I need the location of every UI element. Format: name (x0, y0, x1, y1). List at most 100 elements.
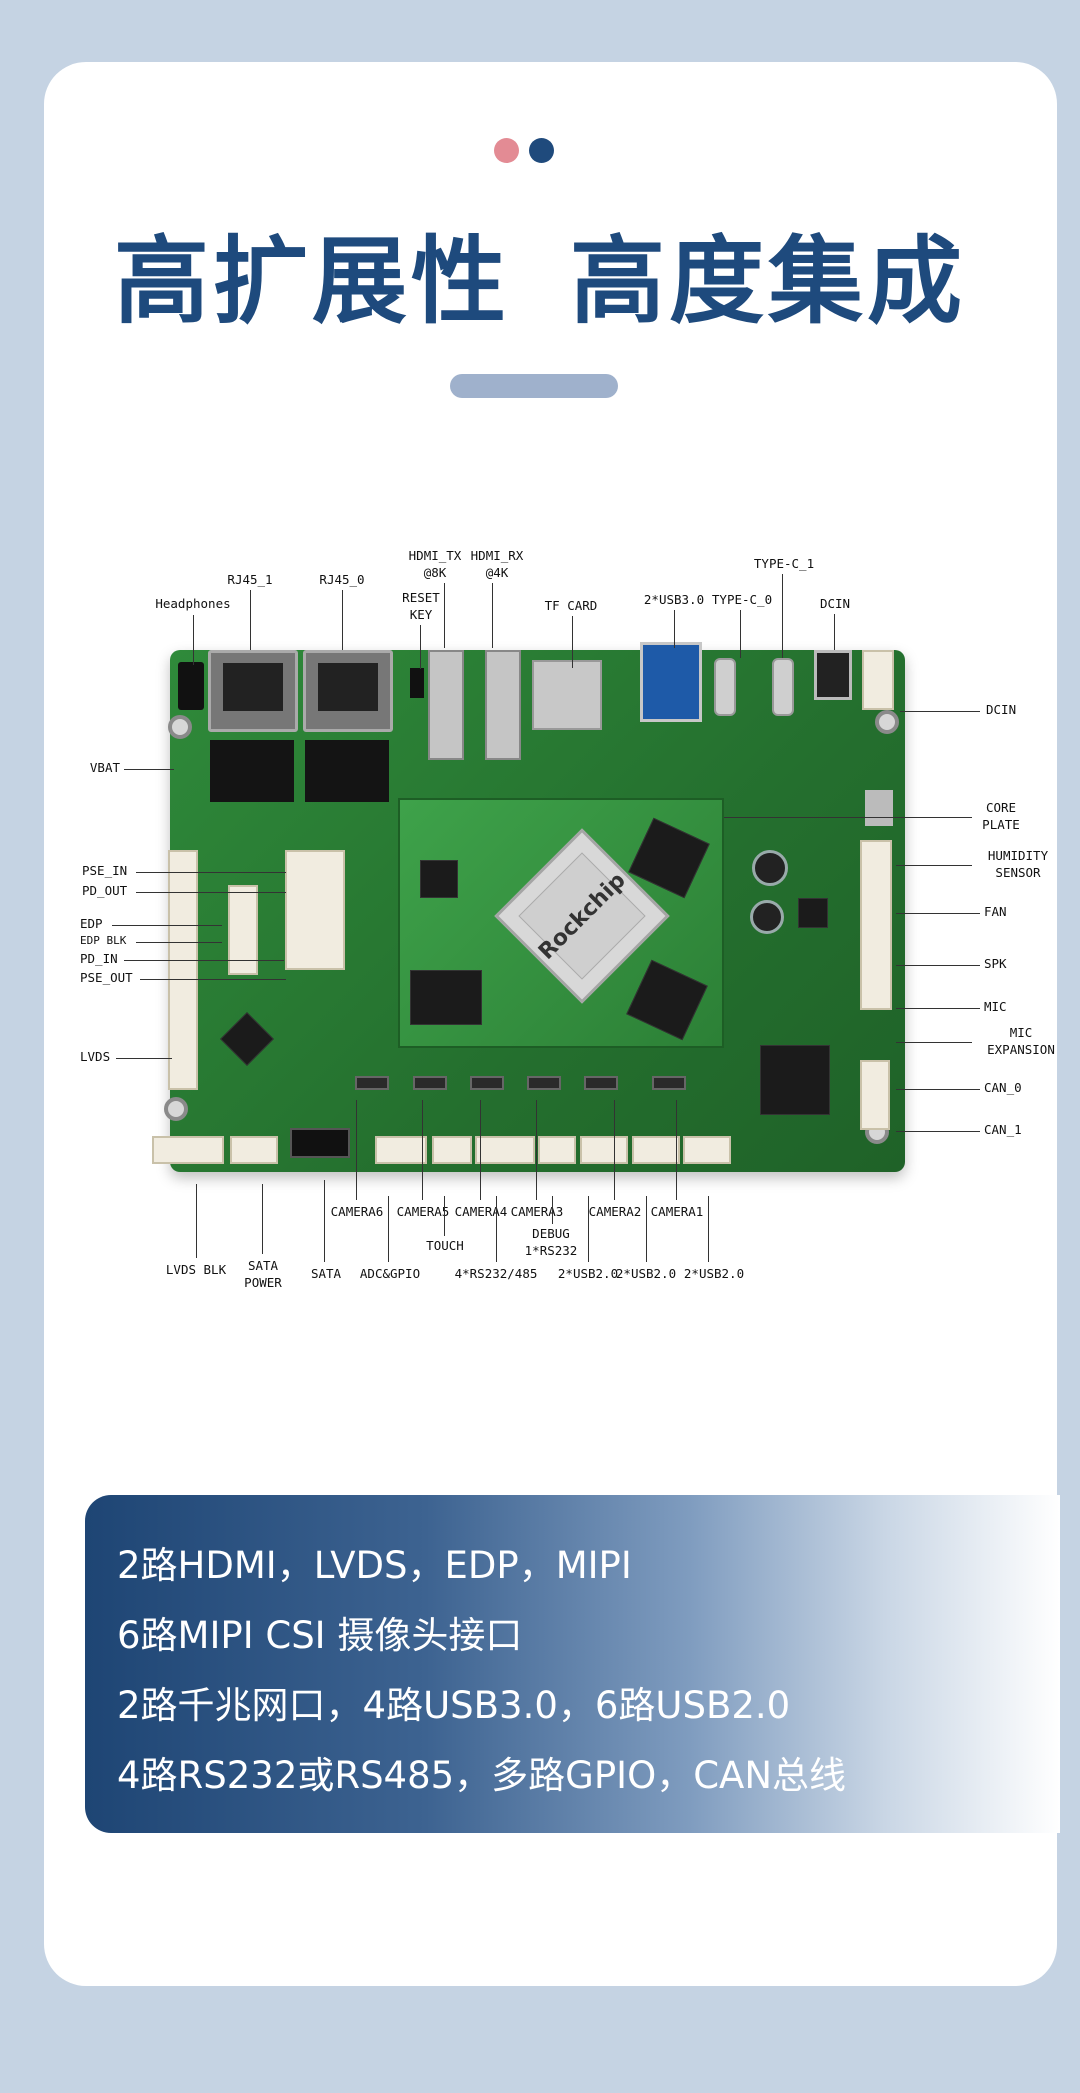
mount-hole-icon (168, 715, 192, 739)
capacitor (750, 900, 784, 934)
leader-line (422, 1100, 423, 1200)
label-typec1: TYPE-C_1 (753, 556, 815, 571)
leader-line (388, 1196, 389, 1262)
navy-dot (529, 138, 554, 163)
leader-line (444, 1196, 445, 1236)
headline-part2: 高度集成 (570, 227, 967, 337)
label-touch: TOUCH (426, 1238, 464, 1253)
label-reset: RESET (402, 590, 440, 605)
leader-line (324, 1180, 325, 1262)
hdmi-rx-port (485, 650, 521, 760)
label-sata-power: SATA (247, 1258, 279, 1273)
leader-line (444, 583, 445, 648)
leader-line (124, 769, 174, 770)
rj45-port-1 (208, 650, 298, 732)
leader-line (674, 610, 675, 648)
lvds-header (168, 850, 198, 1090)
leader-line (356, 1100, 357, 1200)
leader-line (896, 865, 972, 866)
board-diagram: Rockchip Head (0, 540, 1080, 1300)
label-camera1: CAMERA1 (650, 1204, 704, 1219)
humidity-sensor (865, 790, 893, 826)
leader-line (782, 574, 783, 658)
label-dcin-top: DCIN (819, 596, 851, 611)
leader-line (140, 979, 286, 980)
label-core-sub: PLATE (982, 817, 1020, 832)
edp-header (228, 885, 258, 975)
leader-line (572, 616, 573, 668)
label-camera5: CAMERA5 (396, 1204, 450, 1219)
leader-line (896, 1042, 972, 1043)
label-usb20-b: 2*USB2.0 (615, 1266, 677, 1281)
label-mic-expansion: MIC (1009, 1025, 1033, 1040)
leader-line (136, 942, 222, 943)
can-header (860, 1060, 890, 1130)
label-usb30: 2*USB3.0 (643, 592, 705, 607)
leader-line (896, 965, 980, 966)
label-hdmi-rx: HDMI_RX (470, 548, 524, 563)
leader-line (646, 1196, 647, 1262)
label-humidity-sub: SENSOR (995, 865, 1041, 880)
label-tf-card: TF CARD (544, 598, 598, 613)
leader-line (193, 615, 194, 665)
label-spk: SPK (984, 956, 1007, 971)
leader-line (262, 1184, 263, 1254)
label-debug-sub: 1*RS232 (524, 1243, 578, 1258)
leader-line (250, 590, 251, 650)
right-headers (860, 840, 892, 1010)
debug-header (538, 1136, 576, 1164)
typec-0-port (714, 658, 736, 716)
label-hdmi-tx: HDMI_TX (408, 548, 462, 563)
leader-line (676, 1100, 677, 1200)
ffc-connector (584, 1076, 618, 1090)
adc-gpio-header (375, 1136, 427, 1164)
label-edp-blk: EDP BLK (80, 934, 127, 947)
mount-hole-icon (875, 710, 899, 734)
divider-pill (450, 374, 618, 398)
label-sata-power-sub: POWER (244, 1275, 282, 1290)
label-edp: EDP (80, 916, 103, 931)
core-plate: Rockchip (398, 798, 724, 1048)
headphone-jack (178, 662, 204, 710)
label-reset-sub: KEY (409, 607, 433, 622)
leader-line (896, 1008, 980, 1009)
emmc-chip (410, 970, 482, 1025)
label-mic: MIC (984, 999, 1007, 1014)
label-sata: SATA (310, 1266, 342, 1281)
label-core: CORE (985, 800, 1017, 815)
label-lvds: LVDS (80, 1049, 111, 1064)
leader-line (896, 1089, 980, 1090)
label-can1: CAN_1 (984, 1122, 1022, 1137)
rj45-port-0 (303, 650, 393, 732)
leader-line (112, 925, 222, 926)
ffc-connector (652, 1076, 686, 1090)
label-typec0: TYPE-C_0 (711, 592, 773, 607)
decorative-dots (494, 138, 554, 163)
label-pd-in: PD_IN (80, 951, 118, 966)
leader-line (552, 1196, 553, 1224)
mount-hole-icon (164, 1097, 188, 1121)
touch-header (432, 1136, 472, 1164)
label-debug: DEBUG (532, 1226, 570, 1241)
soc-brand: Rockchip (518, 852, 646, 980)
usb2-header-c (683, 1136, 731, 1164)
leader-line (614, 1100, 615, 1200)
headline-part1: 高扩展性 (113, 227, 510, 337)
leader-line (116, 1058, 172, 1059)
label-humidity: HUMIDITY (987, 848, 1049, 863)
capacitor (752, 850, 788, 886)
label-camera4: CAMERA4 (454, 1204, 508, 1219)
label-camera3: CAMERA3 (510, 1204, 564, 1219)
pcb-board: Rockchip (152, 642, 905, 1172)
leader-line (492, 583, 493, 648)
leader-line (420, 625, 421, 669)
label-hdmi-tx-sub: @8K (423, 565, 447, 580)
leader-line (724, 817, 972, 818)
leader-line (900, 711, 980, 712)
leader-line (896, 913, 980, 914)
feature-display: 2路HDMI，LVDS，EDP，MIPI (117, 1544, 632, 1587)
label-rs232-485: 4*RS232/485 (454, 1266, 538, 1281)
typec-1-port (772, 658, 794, 716)
label-vbat: VBAT (89, 760, 120, 775)
leader-line (480, 1100, 481, 1200)
